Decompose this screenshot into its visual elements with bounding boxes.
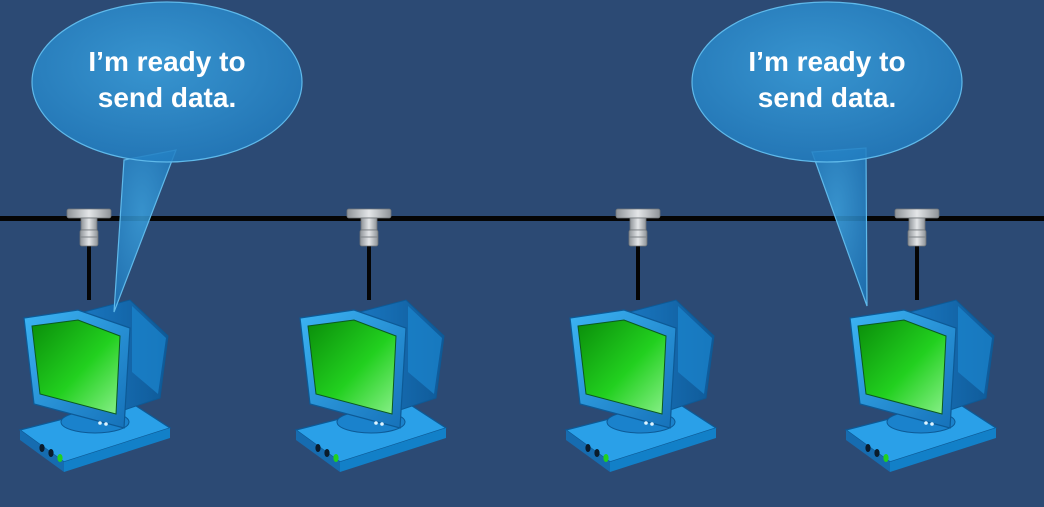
speech-bubble-tail xyxy=(113,149,177,313)
speech-bubble-line-2: send data. xyxy=(98,82,236,113)
t-connector-icon xyxy=(346,208,392,247)
speech-bubble-body xyxy=(691,1,963,163)
speech-bubble: I’m ready to send data. xyxy=(691,1,963,307)
t-connector-icon xyxy=(894,208,940,247)
speech-bubble: I’m ready to send data. xyxy=(31,1,303,313)
speech-bubble-line-1: I’m ready to xyxy=(88,46,245,77)
bus-cable xyxy=(0,216,1044,221)
speech-bubble-body xyxy=(31,1,303,163)
t-connector-icon xyxy=(615,208,661,247)
drop-cables xyxy=(87,246,919,300)
t-connector-icon xyxy=(66,208,112,247)
speech-bubble-line-2: send data. xyxy=(758,82,896,113)
speech-bubble-line-1: I’m ready to xyxy=(748,46,905,77)
speech-bubble-tail xyxy=(811,147,868,307)
desktop-computer-icon xyxy=(294,299,448,472)
computers xyxy=(18,299,998,472)
desktop-computer-icon xyxy=(564,299,718,472)
t-connectors xyxy=(66,208,940,247)
desktop-computer-icon xyxy=(18,299,172,472)
desktop-computer-icon xyxy=(844,299,998,472)
